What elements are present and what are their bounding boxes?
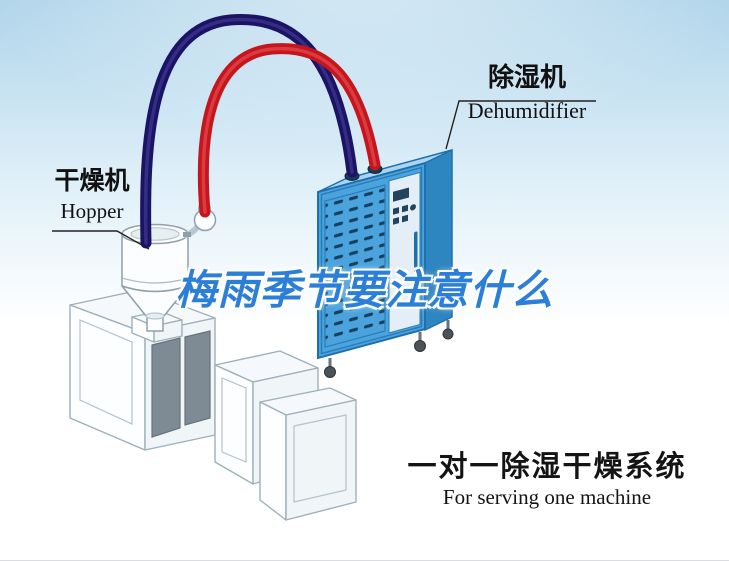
dehumidifier-callout-zh: 除湿机 [487, 62, 566, 92]
control-button-4 [402, 214, 408, 223]
supply-pipe-red-highlight [201, 46, 377, 214]
dehumidifier-front-face [317, 161, 426, 360]
caster-wheels [324, 320, 454, 378]
door-handle [414, 231, 418, 302]
control-button-3 [393, 217, 399, 225]
blower-unit [182, 204, 217, 239]
machine-dark-door-1 [151, 337, 181, 438]
machine-right-panel-outline [293, 414, 347, 503]
control-display [393, 187, 409, 202]
hopper-rim-inner [130, 227, 180, 241]
machine-mid-panel-outline [221, 377, 247, 463]
system-title: 一对一除湿干燥系统 For serving one machine [398, 452, 696, 510]
machine-dark-door-2 [184, 330, 211, 426]
return-pipe-navy-highlight [143, 17, 354, 245]
pipes [140, 13, 381, 249]
extruder-machine [69, 289, 357, 521]
vent-grille [324, 184, 386, 348]
watermark-text: 梅雨季节要注意什么 [175, 267, 554, 313]
system-title-zh: 一对一除湿干燥系统 [407, 451, 687, 483]
hopper-cone [121, 285, 189, 317]
dehumidifier-callout-en: Dehumidifier [467, 98, 587, 124]
control-knob [410, 204, 416, 211]
hopper-outlet-flange [145, 312, 165, 320]
system-title-en: For serving one machine [442, 485, 652, 510]
dehumidifier-unit [317, 148, 454, 378]
machine-right-side [285, 399, 357, 521]
hopper-leader-line [52, 230, 150, 250]
hopper-dryer [121, 223, 189, 332]
machine-tower-door-outline [79, 319, 133, 425]
hopper-band-line [121, 277, 189, 284]
control-button-1 [393, 207, 399, 215]
hopper-callout-en: Hopper [60, 199, 124, 224]
control-button-2 [402, 204, 408, 213]
hopper-callout: 干燥机 Hopper [42, 168, 142, 223]
dehumidifier-callout: 除湿机 Dehumidifier [452, 62, 602, 124]
machine-right-front [259, 401, 287, 521]
hopper-callout-zh: 干燥机 [54, 167, 130, 195]
blower-clamp [183, 232, 191, 237]
dehumidifier-leader-line [445, 100, 596, 150]
